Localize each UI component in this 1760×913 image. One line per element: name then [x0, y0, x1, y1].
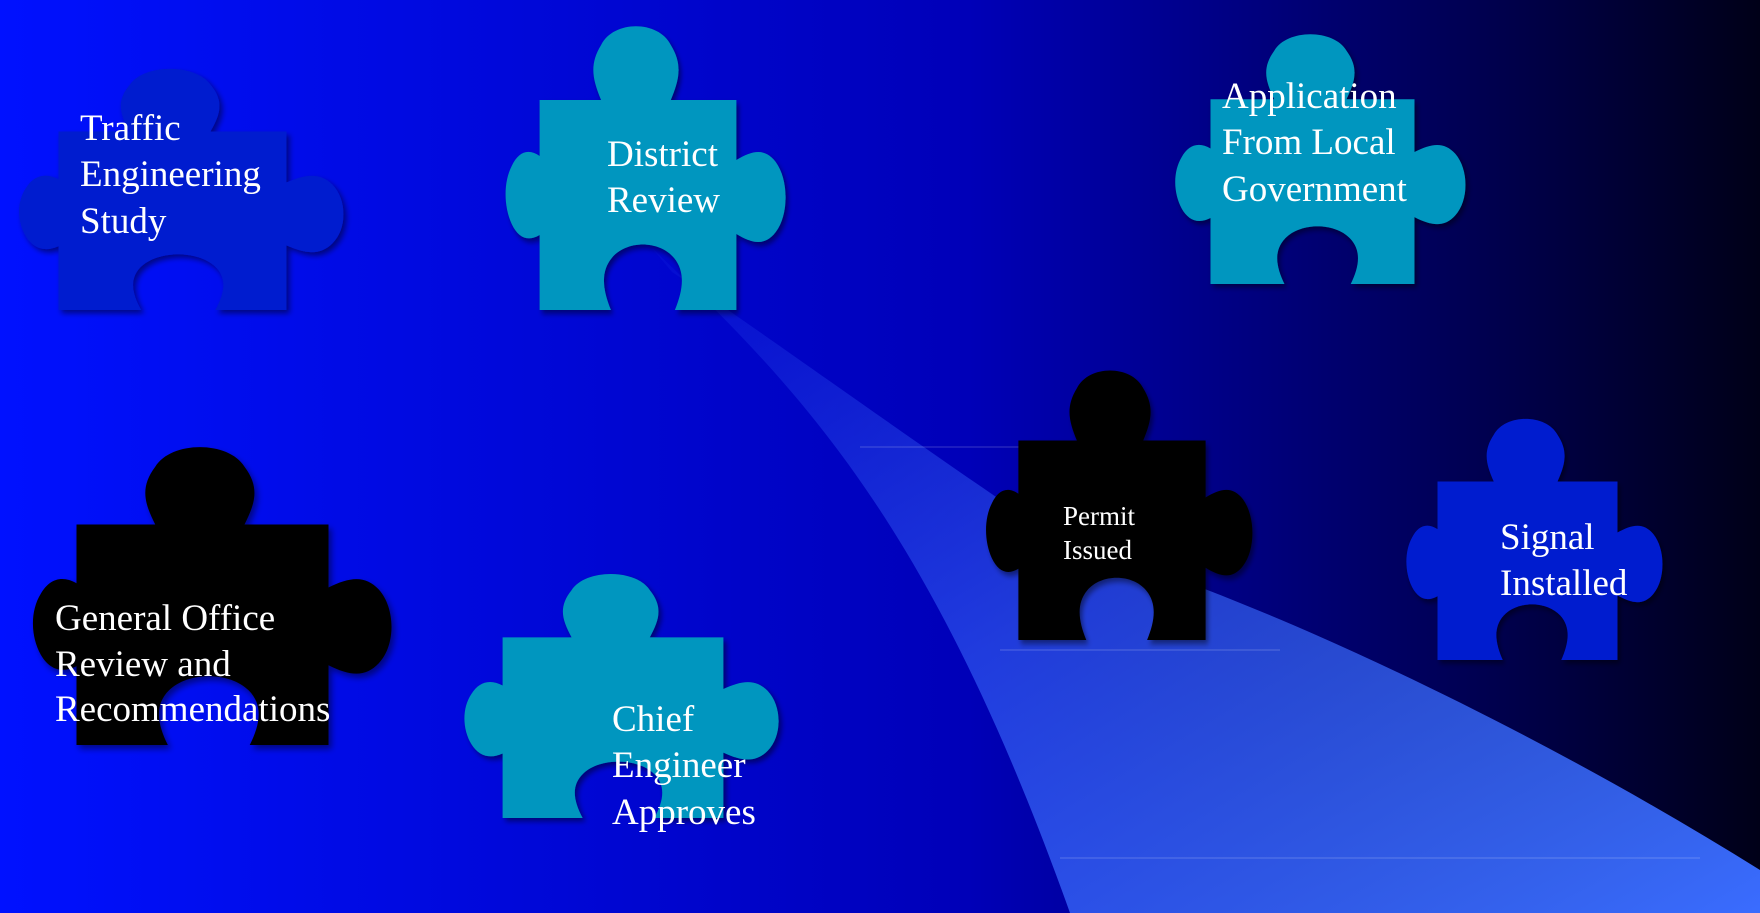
label-line: From Local [1222, 122, 1396, 164]
label-traffic-engineering-study: Traffic Engineering Study [80, 106, 261, 245]
label-line: Chief [612, 699, 695, 740]
label-line: Traffic [80, 108, 181, 149]
label-line: Approves [612, 791, 756, 833]
label-line: Permit [1063, 501, 1135, 531]
label-permit-issued: Permit Issued [1063, 500, 1135, 568]
label-line: District [607, 134, 718, 175]
label-general-office-review: General Office Review and Recommendation… [55, 596, 330, 733]
label-line: Signal [1500, 517, 1595, 558]
label-chief-engineer-approves: Chief Engineer Approves [612, 697, 756, 836]
label-application-from-local-government: Application From Local Government [1222, 74, 1407, 213]
label-line: Engineering [80, 154, 261, 196]
label-district-review: District Review [607, 132, 720, 225]
label-line: Review and [55, 643, 231, 685]
light-beam [652, 248, 1760, 913]
label-line: General Office [55, 598, 276, 639]
label-line: Issued [1063, 534, 1132, 565]
label-line: Government [1222, 168, 1407, 210]
label-line: Engineer [612, 745, 746, 787]
label-line: Recommendations [55, 689, 331, 730]
label-line: Installed [1500, 563, 1628, 605]
label-line: Review [607, 180, 721, 222]
label-signal-installed: Signal Installed [1500, 515, 1627, 608]
label-line: Application [1222, 76, 1397, 117]
label-line: Study [80, 200, 167, 242]
